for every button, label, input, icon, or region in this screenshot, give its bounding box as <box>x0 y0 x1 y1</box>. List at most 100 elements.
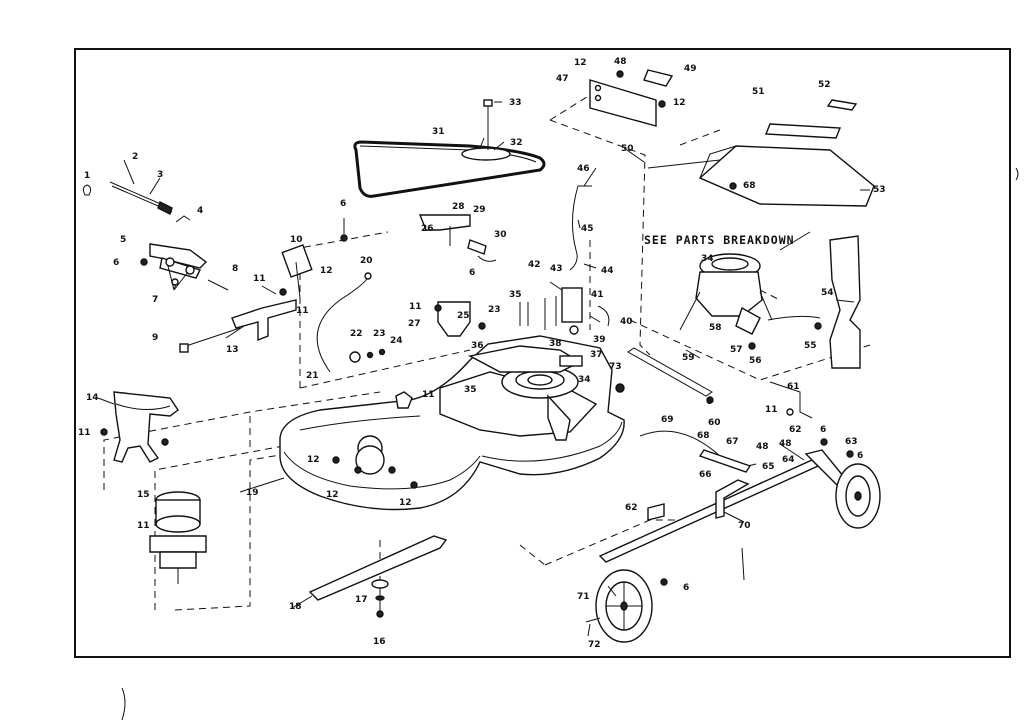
callout-labels: 1 2 3 4 5 6 6 6 6 6 6 6 7 8 9 10 11 11 1… <box>78 57 886 650</box>
callout-10: 10 <box>290 235 303 245</box>
callout-31: 31 <box>432 127 445 137</box>
callout-30: 30 <box>494 230 507 240</box>
callout-37: 37 <box>590 350 603 360</box>
callout-39: 39 <box>593 335 606 345</box>
callout-50: 50 <box>621 144 634 154</box>
callout-57: 57 <box>730 345 743 355</box>
callout-7: 7 <box>152 295 158 305</box>
callout-16: 16 <box>373 637 386 647</box>
callout-48: 48 <box>614 57 627 67</box>
callout-12: 12 <box>399 498 412 508</box>
pulley-32 <box>461 147 511 161</box>
callout-6: 6 <box>340 199 346 209</box>
callout-73: 73 <box>609 362 622 372</box>
see-parts-breakdown-note: SEE PARTS BREAKDOWN <box>644 233 795 247</box>
callout-66: 66 <box>699 470 712 480</box>
callout-56: 56 <box>749 356 762 366</box>
scan-mark <box>121 687 126 721</box>
callout-6: 6 <box>469 268 475 278</box>
callout-62: 62 <box>789 425 802 435</box>
callout-34: 34 <box>578 375 591 385</box>
scan-mark <box>1015 167 1019 181</box>
callout-68: 68 <box>697 431 710 441</box>
control-cable <box>316 272 386 373</box>
callout-53: 53 <box>873 185 886 195</box>
callout-1: 1 <box>84 171 90 181</box>
callout-45: 45 <box>581 224 594 234</box>
callout-24: 24 <box>390 336 403 346</box>
callout-29: 29 <box>473 205 486 215</box>
callout-44: 44 <box>601 266 614 276</box>
callout-6: 6 <box>113 258 119 268</box>
callout-65: 65 <box>762 462 775 472</box>
bolt-33 <box>483 99 502 150</box>
callout-11: 11 <box>253 274 266 284</box>
callout-23: 23 <box>488 305 501 315</box>
callout-11: 11 <box>78 428 91 438</box>
callout-12: 12 <box>673 98 686 108</box>
callout-35: 35 <box>464 385 477 395</box>
callout-34: 34 <box>701 254 714 264</box>
callout-9: 9 <box>152 333 158 343</box>
callout-38: 38 <box>549 339 562 349</box>
callout-58: 58 <box>709 323 722 333</box>
callout-23: 23 <box>373 329 386 339</box>
wheel-axle-assembly <box>585 381 881 643</box>
spindle-assembly <box>100 391 207 584</box>
callout-17: 17 <box>355 595 368 605</box>
callout-11: 11 <box>422 390 435 400</box>
callout-6: 6 <box>857 451 863 461</box>
callout-11: 11 <box>409 302 422 312</box>
callout-5: 5 <box>120 235 126 245</box>
drive-belt <box>353 140 546 198</box>
lift-linkage-parts <box>82 181 348 353</box>
callout-11: 11 <box>765 405 778 415</box>
callout-20: 20 <box>360 256 373 266</box>
callout-14: 14 <box>86 393 99 403</box>
callout-32: 32 <box>510 138 523 148</box>
mower-deck <box>279 335 625 511</box>
callout-61: 61 <box>787 382 800 392</box>
callout-43: 43 <box>550 264 563 274</box>
leader-lines <box>97 137 870 637</box>
callout-15: 15 <box>137 490 150 500</box>
callout-62: 62 <box>625 503 638 513</box>
callout-36: 36 <box>471 341 484 351</box>
callout-12: 12 <box>307 455 320 465</box>
callout-11: 11 <box>296 306 309 316</box>
callout-52: 52 <box>818 80 831 90</box>
callout-70: 70 <box>738 521 751 531</box>
engine-assembly <box>679 235 861 369</box>
callout-26: 26 <box>421 224 434 234</box>
callout-69: 69 <box>661 415 674 425</box>
callout-46: 46 <box>577 164 590 174</box>
callout-41: 41 <box>591 290 604 300</box>
callout-22: 22 <box>350 329 363 339</box>
callout-12: 12 <box>320 266 333 276</box>
callout-64: 64 <box>782 455 795 465</box>
callout-54: 54 <box>821 288 834 298</box>
callout-63: 63 <box>845 437 858 447</box>
callout-12: 12 <box>326 490 339 500</box>
callout-35: 35 <box>509 290 522 300</box>
callout-47: 47 <box>556 74 569 84</box>
callout-55: 55 <box>804 341 817 351</box>
callout-48: 48 <box>779 439 792 449</box>
callout-71: 71 <box>577 592 590 602</box>
callout-18: 18 <box>289 602 302 612</box>
callout-3: 3 <box>157 170 163 180</box>
callout-21: 21 <box>306 371 319 381</box>
callout-11: 11 <box>137 521 150 531</box>
callout-13: 13 <box>226 345 239 355</box>
callout-8: 8 <box>232 264 238 274</box>
cutting-blade <box>308 535 448 618</box>
callout-48: 48 <box>756 442 769 452</box>
callout-6: 6 <box>706 397 712 407</box>
callout-27: 27 <box>408 319 421 329</box>
callout-28: 28 <box>452 202 465 212</box>
callout-25: 25 <box>457 311 470 321</box>
callout-59: 59 <box>682 353 695 363</box>
callout-40: 40 <box>620 317 633 327</box>
callout-67: 67 <box>726 437 739 447</box>
